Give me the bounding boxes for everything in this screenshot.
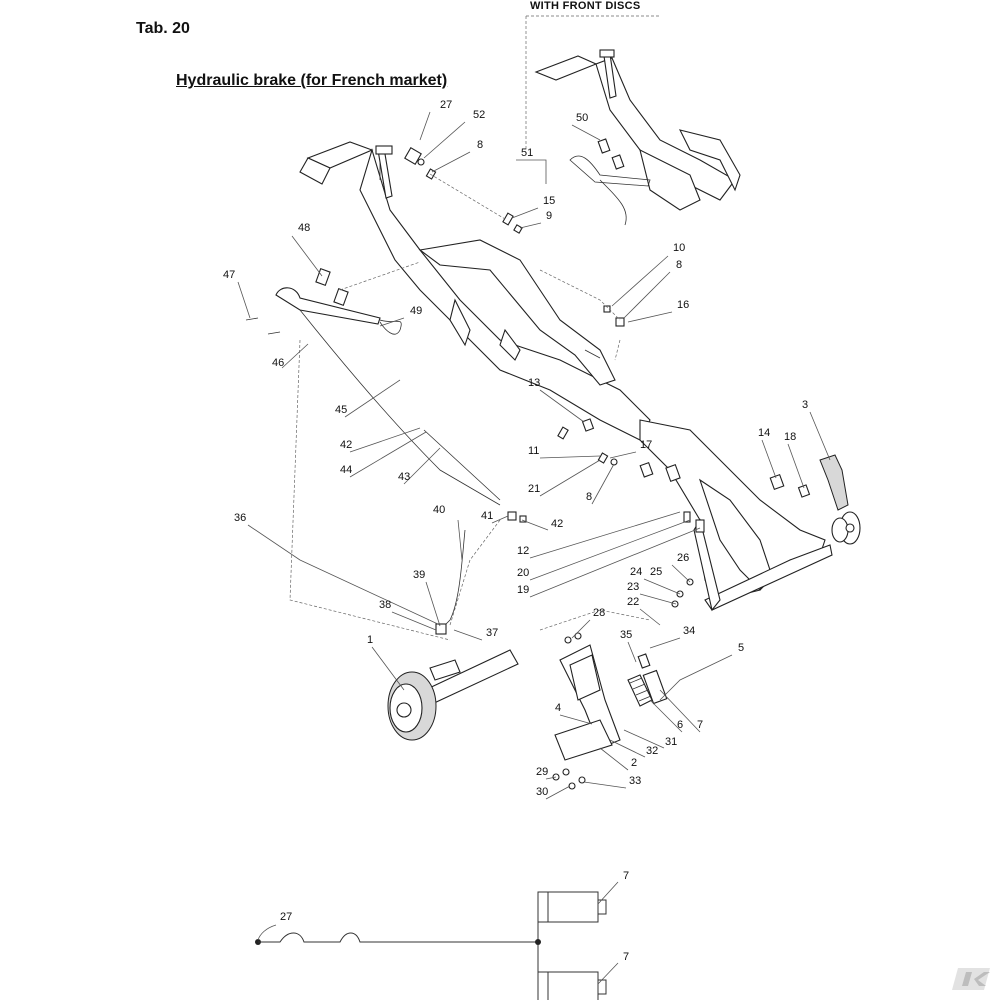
part-callout-24: 24 <box>630 566 642 578</box>
part-callout-25: 25 <box>650 566 662 578</box>
part-callout-13: 13 <box>528 377 540 389</box>
part-callout-34: 34 <box>683 625 695 637</box>
part-callout-16: 16 <box>677 299 689 311</box>
part-callout-35: 35 <box>620 629 632 641</box>
part-callout-26: 26 <box>677 552 689 564</box>
brake-lever-assembly <box>245 268 501 506</box>
variant-bracket <box>525 15 660 150</box>
part-callout-29: 29 <box>536 766 548 778</box>
left-axle-hub <box>387 649 519 741</box>
part-callout-17: 17 <box>640 439 652 451</box>
part-callout-30: 30 <box>536 786 548 798</box>
part-callout-27: 27 <box>440 99 452 111</box>
part-callout-41: 41 <box>481 510 493 522</box>
front-discs-variant-frame <box>534 49 741 226</box>
part-callout-33: 33 <box>629 775 641 787</box>
part-callout-44: 44 <box>340 464 352 476</box>
diagram-title: Hydraulic brake (for French market) <box>176 72 448 89</box>
part-callout-15: 15 <box>543 195 555 207</box>
part-callout-31: 31 <box>665 736 677 748</box>
part-callout-7: 7 <box>623 951 629 963</box>
part-callout-19: 19 <box>517 584 529 596</box>
part-callout-36: 36 <box>234 512 246 524</box>
part-callout-42: 42 <box>340 439 352 451</box>
part-callout-12: 12 <box>517 545 529 557</box>
part-callout-6: 6 <box>677 719 683 731</box>
part-callout-10: 10 <box>673 242 685 254</box>
part-callout-43: 43 <box>398 471 410 483</box>
part-callout-32: 32 <box>646 745 658 757</box>
small-fittings <box>404 147 811 608</box>
part-callout-8: 8 <box>586 491 592 503</box>
right-wheel-hub <box>831 511 861 545</box>
part-callout-23: 23 <box>627 581 639 593</box>
part-callout-11: 11 <box>528 445 539 457</box>
part-callout-9: 9 <box>546 210 552 222</box>
tab-label: Tab. 20 <box>136 20 190 37</box>
mounting-bracket-assembly <box>552 632 621 790</box>
assembly-reference-lines <box>289 173 651 641</box>
part-callout-38: 38 <box>379 599 391 611</box>
part-callout-47: 47 <box>223 269 235 281</box>
main-frame <box>299 141 833 612</box>
brake-cylinder-spring <box>627 653 668 707</box>
part-callout-8: 8 <box>676 259 682 271</box>
part-callout-48: 48 <box>298 222 310 234</box>
part-callout-27: 27 <box>280 911 292 923</box>
hydraulic-scheme <box>255 891 607 1000</box>
mudguard-part <box>819 454 849 511</box>
hose-connector <box>435 623 447 635</box>
part-callout-39: 39 <box>413 569 425 581</box>
part-callout-5: 5 <box>738 642 744 654</box>
brand-logo-icon <box>952 968 990 990</box>
part-callout-52: 52 <box>473 109 485 121</box>
part-callout-37: 37 <box>486 627 498 639</box>
part-callout-3: 3 <box>802 399 808 411</box>
part-callout-7: 7 <box>697 719 703 731</box>
part-callout-20: 20 <box>517 567 529 579</box>
part-callout-8: 8 <box>477 139 483 151</box>
callout-leaders <box>237 111 831 985</box>
part-callout-14: 14 <box>758 427 770 439</box>
part-callout-50: 50 <box>576 112 588 124</box>
part-callout-46: 46 <box>272 357 284 369</box>
part-callout-7: 7 <box>623 870 629 882</box>
brake-hose <box>439 529 466 631</box>
part-callout-1: 1 <box>367 634 373 646</box>
part-callout-4: 4 <box>555 702 561 714</box>
part-callout-42: 42 <box>551 518 563 530</box>
part-callout-51: 51 <box>521 147 533 159</box>
part-callout-28: 28 <box>593 607 605 619</box>
part-callout-18: 18 <box>784 431 796 443</box>
part-callout-40: 40 <box>433 504 445 516</box>
part-callout-2: 2 <box>631 757 637 769</box>
part-callout-21: 21 <box>528 483 540 495</box>
part-callout-45: 45 <box>335 404 347 416</box>
part-callout-22: 22 <box>627 596 639 608</box>
part-callout-49: 49 <box>410 305 422 317</box>
variant-label: WITH FRONT DISCS <box>530 0 641 12</box>
